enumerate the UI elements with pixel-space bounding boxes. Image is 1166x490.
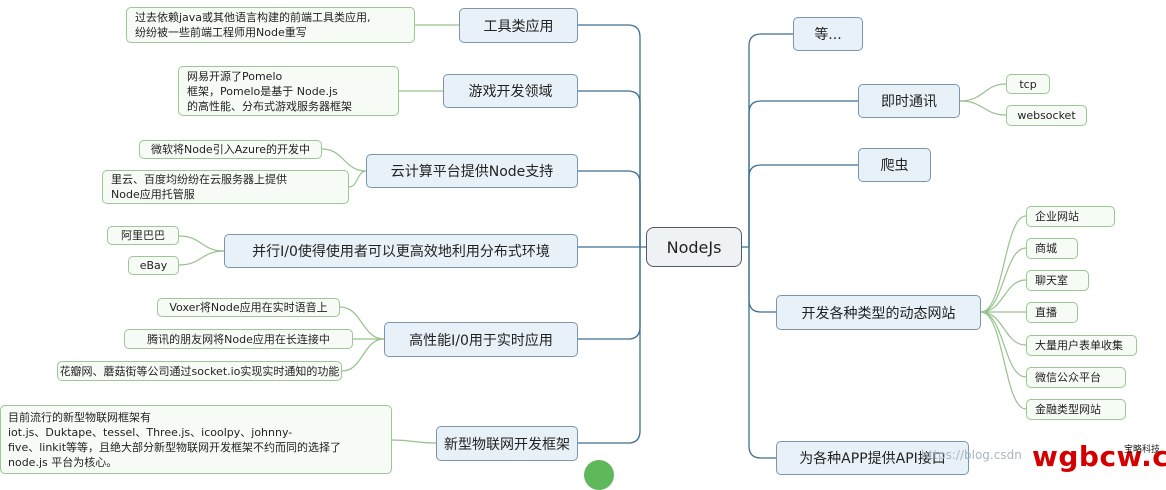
topic-parallel-io[interactable]: 并行I/0使得使用者可以更高效地利用分布式环境 [224,234,578,268]
edge-left-5 [578,247,641,444]
detail-mall: 商城 [1026,238,1078,259]
edge-right-3 [748,247,776,313]
topic-dynamic-websites[interactable]: 开发各种类型的动态网站 [776,295,981,330]
detail-huaban: 花瓣网、蘑菇街等公司通过socket.io实现实时通知的功能 [57,361,342,381]
edge-left-0 [578,24,641,247]
topic-tool-apps[interactable]: 工具类应用 [459,8,578,43]
edge-left-1 [578,90,641,247]
detail-tencent: 腾讯的朋友网将Node应用在长连接中 [124,329,353,349]
detail-live: 直播 [1026,302,1078,323]
edge-leaf-left-2-0 [321,148,367,172]
detail-tool-apps: 过去依赖java或其他语言构建的前端工具类应用, 纷纷被一些前端工程师用Node… [126,7,415,43]
detail-chatroom: 聊天室 [1026,270,1089,291]
topic-game-dev[interactable]: 游戏开发领域 [443,74,578,108]
edge-right-2 [748,164,858,247]
edge-leaf-right-web-2 [980,279,1027,313]
detail-enterprise-site: 企业网站 [1026,206,1115,227]
edge-left-4 [578,247,641,340]
topic-app-api[interactable]: 为各种APP提供API接口 [776,441,969,475]
topic-realtime-apps[interactable]: 高性能I/0用于实时应用 [384,322,578,357]
detail-tcp: tcp [1006,74,1050,94]
edge-leaf-left-4-2 [341,338,385,372]
topic-iot-framework[interactable]: 新型物联网开发框架 [436,426,578,461]
detail-form-collection: 大量用户表单收集 [1026,335,1137,356]
detail-azure: 微软将Node引入Azure的开发中 [139,140,322,159]
edge-leaf-right-websocket [959,100,1007,116]
edge-leaf-right-web-5 [980,311,1027,378]
edge-leaf-right-web-1 [980,247,1027,313]
watermark-brand: wgbcw.com [1032,440,1166,473]
detail-game-dev: 网易开源了Pomelo 框架，Pomelo是基于 Node.js 的高性能、分布… [178,66,399,116]
topic-crawler[interactable]: 爬虫 [858,148,931,182]
topic-cloud-platform[interactable]: 云计算平台提供Node支持 [366,154,578,188]
edge-leaf-right-tcp [959,83,1007,102]
watermark-url: https://blog.csdn [921,448,1022,462]
edge-right-4 [748,247,776,459]
edge-leaf-right-web-4 [980,311,1027,346]
edge-left-2 [578,170,641,247]
edge-leaf-right-web-6 [980,311,1027,410]
detail-aliyun-baidu: 里云、百度均纷纷在云服务器上提供 Node应用托管服 [102,170,349,204]
edge-leaf-left-3-1 [178,250,225,266]
edge-leaf-left-5-0 [391,439,437,444]
detail-websocket: websocket [1006,105,1087,126]
watermark-brand-cn: 宝略科技 [1124,445,1161,455]
connector-lines [178,24,1027,459]
detail-finance-site: 金融类型网站 [1026,399,1126,420]
edge-leaf-left-4-0 [339,306,385,340]
green-dot [584,460,614,490]
detail-ebay: eBay [128,256,179,275]
edge-leaf-left-3-0 [178,235,225,252]
detail-iot: 目前流行的新型物联网框架有 iot.js、Duktape、tessel、Thre… [0,405,392,474]
topic-instant-messaging[interactable]: 即时通讯 [858,84,960,118]
edge-leaf-right-web-0 [980,215,1027,313]
detail-alibaba: 阿里巴巴 [107,226,179,245]
edge-right-0 [748,33,793,247]
detail-voxer: Voxer将Node应用在实时语音上 [157,298,340,317]
topic-etc[interactable]: 等... [793,17,863,51]
detail-wechat: 微信公众平台 [1026,367,1126,388]
edge-leaf-left-2-1 [348,170,367,188]
edge-right-1 [748,100,858,247]
central-node[interactable]: NodeJs [646,227,742,267]
